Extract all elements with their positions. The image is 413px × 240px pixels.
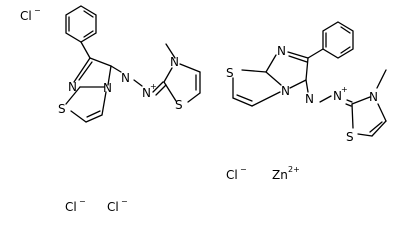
right-molecule: N N S N N + N S [226,21,387,144]
left-imidazothiazole [65,57,112,123]
structure-svg: N N S N N + N S [20,5,387,214]
right-n-thiazoline-label: N [369,90,378,104]
right-phenyl-bond [307,48,324,59]
left-s-ring-label: S [58,102,66,116]
left-n-thiazoline-label: N [170,55,179,69]
right-s-thiazoline-label: S [346,130,354,144]
svg-text:−: − [34,6,41,15]
svg-text:Cl: Cl [226,168,238,182]
right-phenyl-ring [322,21,354,59]
right-azo-linkage [305,79,353,107]
svg-text:Zn: Zn [272,168,288,182]
right-s-ring-label: S [226,66,234,80]
chloride-ion-2: Cl − [226,165,247,182]
right-imidazothiazole [232,51,309,107]
left-phenyl-ring [65,5,97,43]
svg-text:−: − [79,197,86,206]
svg-text:−: − [240,165,247,174]
zinc-ion: Zn 2+ [272,165,300,182]
chloride-ion-1: Cl − [20,6,41,23]
svg-text:Cl: Cl [20,9,32,23]
left-n-ring-label: N [68,80,77,94]
chloride-ion-4: Cl − [107,197,128,214]
left-azo-charge: + [150,82,157,91]
left-phenyl-bond [80,41,91,59]
left-n-bridge-label: N [103,81,112,95]
left-n-azo1-label: N [121,71,130,85]
right-n-azo2-label: N [333,89,342,103]
right-n-ring-label: N [277,44,286,58]
right-n-bridge-label: N [281,84,290,98]
right-n-azo1-label: N [305,92,314,106]
left-molecule: N N S N N + N S [58,5,201,123]
svg-text:−: − [121,197,128,206]
chloride-ion-3: Cl − [65,197,86,214]
left-s-thiazoline-label: S [175,98,183,112]
right-thiazoline-ring [351,69,387,137]
left-azo-linkage [110,65,167,96]
left-n-azo2-label: N [142,86,151,100]
chemical-structure-diagram: N N S N N + N S [20,5,387,214]
svg-text:Cl: Cl [107,200,119,214]
left-thiazoline-ring [163,43,201,103]
right-azo-charge: + [341,85,348,94]
svg-text:2+: 2+ [288,165,300,174]
svg-text:Cl: Cl [65,200,77,214]
